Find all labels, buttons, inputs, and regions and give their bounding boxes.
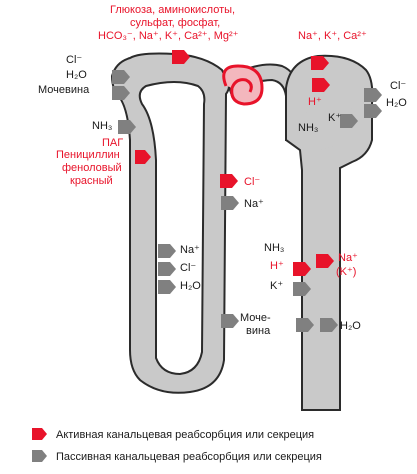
- legend-passive-icon: [32, 450, 47, 462]
- passive-arrow-left-nh3: [118, 120, 136, 134]
- passive-arrow-desc-na: [158, 244, 176, 258]
- urea2-line2: вина: [246, 325, 271, 337]
- dist-nh3-label: NH₃: [298, 122, 319, 134]
- desc-cl-label: Cl⁻: [180, 262, 197, 274]
- mid-na-label: Na⁺: [244, 198, 264, 210]
- passive-arrow-desc-h2o: [158, 280, 176, 294]
- pag-line2: Пенициллин: [56, 149, 120, 161]
- desc-na-label: Na⁺: [180, 244, 200, 256]
- cd-k-label: K⁺: [270, 280, 284, 292]
- active-arrow-pag: [135, 150, 151, 164]
- passive-arrow-cd-urea: [296, 318, 314, 332]
- top-substances-line2: сульфат, фосфат,: [130, 17, 221, 29]
- legend-active-text: Активная канальцевая реабсорбция или сек…: [56, 429, 315, 441]
- active-arrow-cd-h: [293, 262, 311, 276]
- passive-arrow-left-2: [112, 86, 130, 100]
- left-h2o-label: H₂O: [66, 69, 87, 81]
- cd-h2o-label: H₂O: [340, 320, 361, 332]
- passive-arrow-cd-h2o: [320, 318, 338, 332]
- cd-na-red: Na⁺: [338, 252, 358, 264]
- right-cl-label: Cl⁻: [390, 80, 407, 92]
- left-urea-label: Мочевина: [38, 84, 90, 96]
- left-nh3-label: NH₃: [92, 120, 113, 132]
- active-arrow-cd-na: [316, 254, 334, 268]
- pag-line1: ПАГ: [102, 137, 124, 149]
- active-arrow-top-right: [311, 56, 329, 70]
- loop-lumen: [138, 81, 206, 376]
- passive-arrow-right-2: [364, 104, 382, 118]
- passive-arrow-desc-cl: [158, 262, 176, 276]
- cd-h-red: H⁺: [270, 260, 284, 272]
- desc-h2o-label: H₂O: [180, 280, 201, 292]
- pag-line3: феноловый: [62, 162, 122, 174]
- top-right-ions: Na⁺, K⁺, Ca²⁺: [298, 30, 367, 42]
- legend-active-icon: [32, 428, 47, 440]
- active-arrow-top: [172, 50, 190, 64]
- dist-h-red: H⁺: [308, 96, 322, 108]
- mid-cl-red: Cl⁻: [244, 176, 261, 188]
- passive-arrow-dist-k: [340, 114, 358, 128]
- dist-k-label: K⁺: [328, 112, 342, 124]
- left-cl-label: Cl⁻: [66, 54, 83, 66]
- passive-arrow-left-1: [112, 70, 130, 84]
- urea2-line1: Моче-: [240, 312, 271, 324]
- passive-arrow-cd-k: [293, 282, 311, 296]
- cd-nh3-label: NH₃: [264, 242, 285, 254]
- top-substances-line1: Глюкоза, аминокислоты,: [110, 4, 236, 16]
- passive-arrow-right-1: [364, 88, 382, 102]
- pag-line4: красный: [70, 175, 113, 187]
- active-arrow-mid-cl: [220, 174, 238, 188]
- legend-passive-text: Пассивная канальцевая реабсорбция или се…: [56, 451, 322, 463]
- passive-arrow-lower-left: [221, 314, 239, 328]
- glomerulus-icon: [222, 64, 264, 106]
- right-h2o-label: H₂O: [386, 97, 407, 109]
- active-arrow-dist-h: [312, 78, 330, 92]
- passive-arrow-mid-na: [221, 196, 239, 210]
- collecting-duct-lumen: [302, 72, 352, 408]
- top-substances-line3: HCO₃⁻, Na⁺, K⁺, Ca²⁺, Mg²⁺: [98, 30, 239, 42]
- cd-k-red: (K⁺): [336, 266, 357, 278]
